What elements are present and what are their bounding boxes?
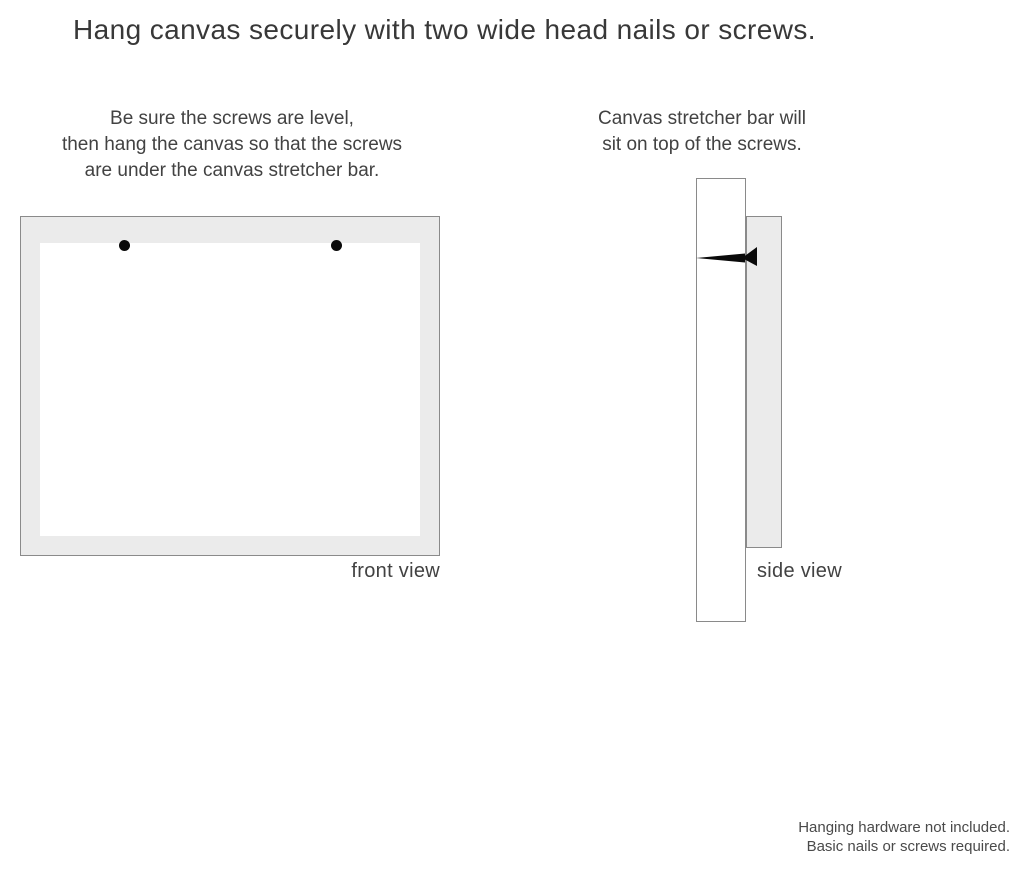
- side-view-instruction-line: Canvas stretcher bar will: [597, 108, 807, 129]
- screw-dot-left-icon: [119, 240, 130, 251]
- front-view-instructions: Be sure the screws are level, then hang …: [32, 106, 432, 184]
- front-view-instruction-line: Be sure the screws are level,: [110, 108, 354, 129]
- front-view-instruction-line: then hang the canvas so that the screws: [61, 134, 403, 155]
- footer-note-line: Basic nails or screws required.: [806, 838, 1010, 855]
- footer-note-line: Hanging hardware not included.: [798, 819, 1010, 836]
- front-view-canvas-inner-area: [40, 243, 420, 536]
- nail-shaft: [696, 253, 745, 263]
- front-view-label: front view: [351, 560, 440, 582]
- front-view-canvas: [20, 216, 440, 556]
- nail-head: [742, 247, 757, 266]
- side-view-instructions: Canvas stretcher bar will sit on top of …: [552, 106, 852, 158]
- screw-dot-right-icon: [331, 240, 342, 251]
- front-view-instruction-line: are under the canvas stretcher bar.: [84, 160, 380, 181]
- side-view-stretcher-bar: [696, 178, 746, 622]
- page-title: Hang canvas securely with two wide head …: [73, 14, 816, 45]
- side-view-instruction-line: sit on top of the screws.: [602, 134, 802, 155]
- side-view-canvas-edge: [746, 216, 782, 548]
- side-view-label: side view: [757, 560, 842, 582]
- nail-icon: [696, 247, 757, 266]
- footer-note: Hanging hardware not included. Basic nai…: [798, 818, 1010, 856]
